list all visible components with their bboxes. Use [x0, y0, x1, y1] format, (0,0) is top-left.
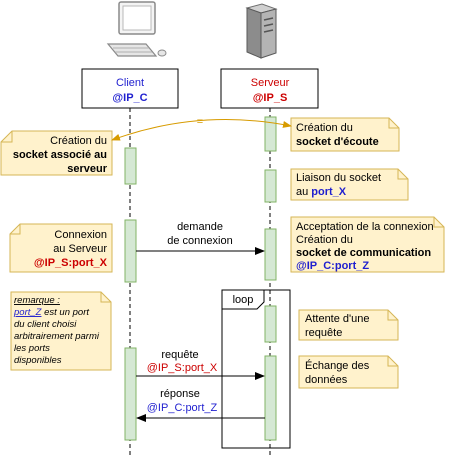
client-activation-bar: [124, 347, 137, 441]
message-request-line2: @IP_S:port_X: [147, 362, 218, 374]
message-response-line1: réponse: [160, 388, 200, 400]
note-remark-line3: arbitrairement parmi: [14, 331, 100, 342]
client-header: Client @IP_C: [81, 68, 179, 109]
message-response: réponse @IP_C:port_Z: [136, 388, 265, 422]
note-server-accept-line3: socket de communication: [296, 247, 431, 259]
message-connect-line1: demande: [177, 221, 223, 233]
note-server-bind-prefix: au: [296, 186, 311, 198]
note-server-bind-line2: au port_X: [296, 186, 347, 198]
loop-label: loop: [233, 294, 254, 306]
loop-frame: loop: [221, 289, 291, 449]
desktop-computer-icon: [106, 1, 167, 57]
server-title: Serveur: [251, 77, 290, 89]
message-request: requête @IP_S:port_X: [136, 349, 265, 380]
server-activation-bar: [264, 305, 277, 343]
note-server-accept-line2: Création du: [296, 234, 353, 246]
note-server-listen: Création du socket d'écoute: [290, 117, 400, 152]
message-connect-line2: de connexion: [167, 235, 232, 247]
note-remark-l1: est un port: [41, 307, 89, 318]
message-request-line1: requête: [161, 349, 198, 361]
equal-sign: =: [197, 116, 203, 128]
note-client-socket: Création du socket associé au serveur: [0, 130, 113, 176]
note-client-connect-line3: @IP_S:port_X: [34, 257, 108, 269]
note-remark-line5: disponibles: [14, 355, 62, 366]
note-server-exchange-line1: Échange des: [305, 359, 370, 372]
note-remark: remarque : port_Z est un port du client …: [10, 291, 112, 371]
server-header: Serveur @IP_S: [220, 68, 319, 109]
note-server-accept: Acceptation de la connexion Création du …: [290, 216, 445, 273]
message-response-line2: @IP_C:port_Z: [147, 402, 218, 414]
note-client-socket-line3: serveur: [67, 163, 107, 175]
server-address: @IP_S: [253, 92, 288, 104]
note-remark-line2: du client choisi: [14, 319, 77, 330]
note-server-wait-line1: Attente d'une: [305, 313, 370, 325]
client-address: @IP_C: [112, 92, 147, 104]
note-server-listen-line1: Création du: [296, 122, 353, 134]
note-remark-title: remarque :: [14, 295, 60, 306]
note-client-socket-line1: Création du: [50, 135, 107, 147]
socket-association-link: =: [111, 116, 292, 141]
note-client-socket-line2: socket associé au: [13, 149, 107, 161]
client-title: Client: [116, 77, 144, 89]
note-remark-line1: port_Z est un port: [13, 307, 89, 318]
note-remark-line4: les ports: [14, 343, 50, 354]
client-activation-bar: [124, 219, 137, 283]
note-server-accept-line4: @IP_C:port_Z: [296, 260, 369, 272]
note-server-bind-port: port_X: [311, 186, 347, 198]
server-activation-bar: [264, 355, 277, 441]
note-server-accept-line1: Acceptation de la connexion: [296, 221, 434, 233]
note-server-bind-line1: Liaison du socket: [296, 172, 381, 184]
note-client-connect-line1: Connexion: [54, 229, 107, 241]
server-activation-bar: [264, 228, 277, 281]
note-server-exchange: Échange des données: [298, 355, 399, 389]
note-server-wait: Attente d'une requête: [298, 309, 399, 341]
note-server-bind: Liaison du socket au port_X: [290, 168, 409, 201]
note-server-wait-line2: requête: [305, 327, 342, 339]
note-server-listen-line2: socket d'écoute: [296, 136, 379, 148]
client-activation-bar: [124, 147, 137, 185]
tower-server-icon: [245, 3, 278, 59]
message-connect: demande de connexion: [136, 221, 265, 255]
note-server-exchange-line2: données: [305, 374, 348, 386]
note-remark-var: port_Z: [13, 307, 43, 318]
note-client-connect: Connexion au Serveur @IP_S:port_X: [9, 223, 113, 273]
server-activation-bar: [264, 169, 277, 203]
note-client-connect-line2: au Serveur: [53, 243, 107, 255]
